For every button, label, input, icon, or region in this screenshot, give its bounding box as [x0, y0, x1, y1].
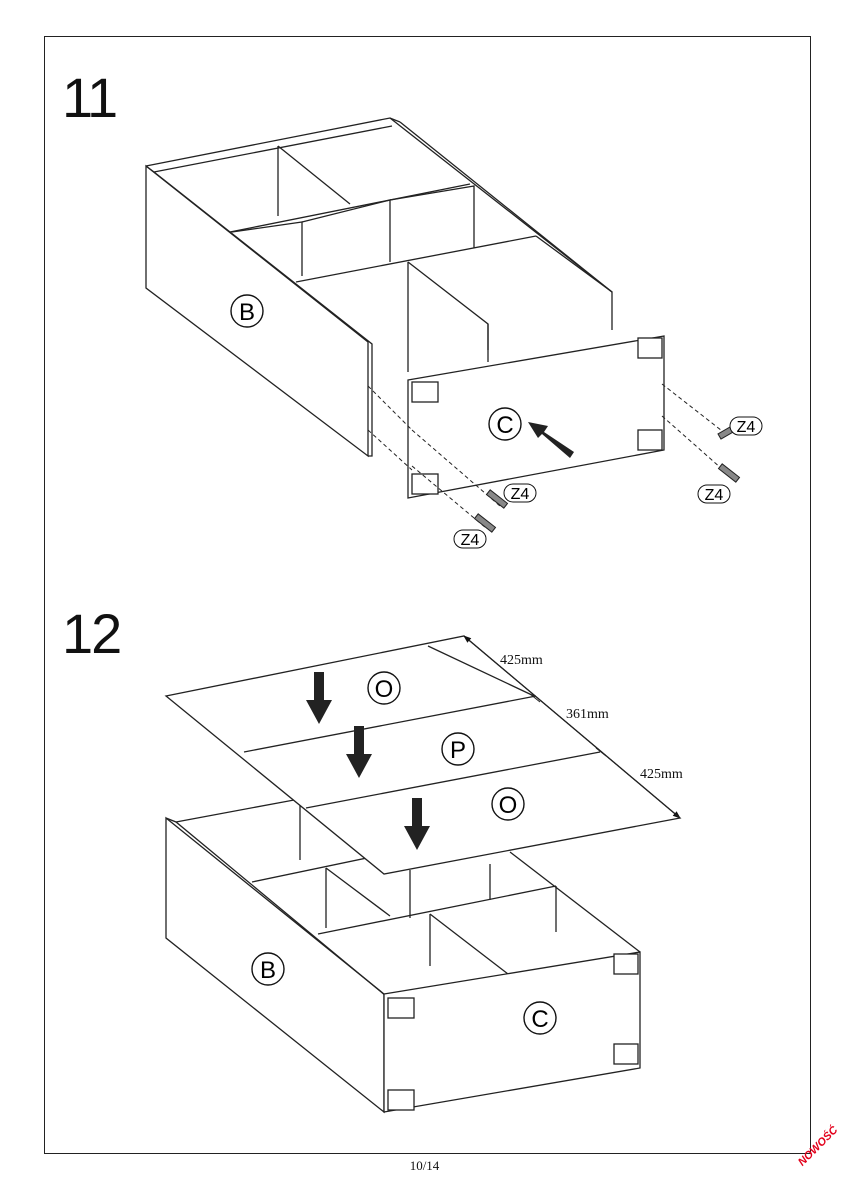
page-frame — [44, 36, 811, 1154]
step-11-diagram — [145, 117, 741, 533]
label-b: B — [260, 957, 276, 984]
screw-label-z4: Z4 — [461, 532, 480, 549]
screw-label-z4: Z4 — [737, 419, 756, 436]
label-c: C — [496, 412, 513, 439]
step-11-number: 11 — [62, 66, 118, 129]
step-12-labels: O P O B C 425mm 361mm 425mm — [251, 653, 683, 1035]
dimension-label: 361mm — [566, 707, 609, 722]
label-p: P — [450, 737, 466, 764]
insertion-arrow — [528, 422, 574, 458]
down-arrows — [306, 672, 430, 850]
front-panel-c — [383, 951, 641, 1113]
dimension-label: 425mm — [500, 653, 543, 668]
dimension-label: 425mm — [640, 767, 683, 782]
screw-label-z4: Z4 — [511, 486, 530, 503]
front-panel-c — [407, 335, 665, 499]
label-c: C — [531, 1006, 548, 1033]
step-12-number: 12 — [62, 602, 122, 665]
step-11-labels: B C Z4 Z4 Z4 Z4 — [230, 294, 763, 549]
screw-label-z4: Z4 — [705, 487, 724, 504]
label-b: B — [239, 299, 255, 326]
page-number: 10/14 — [409, 1158, 440, 1173]
label-o: O — [375, 676, 394, 703]
label-o: O — [499, 792, 518, 819]
